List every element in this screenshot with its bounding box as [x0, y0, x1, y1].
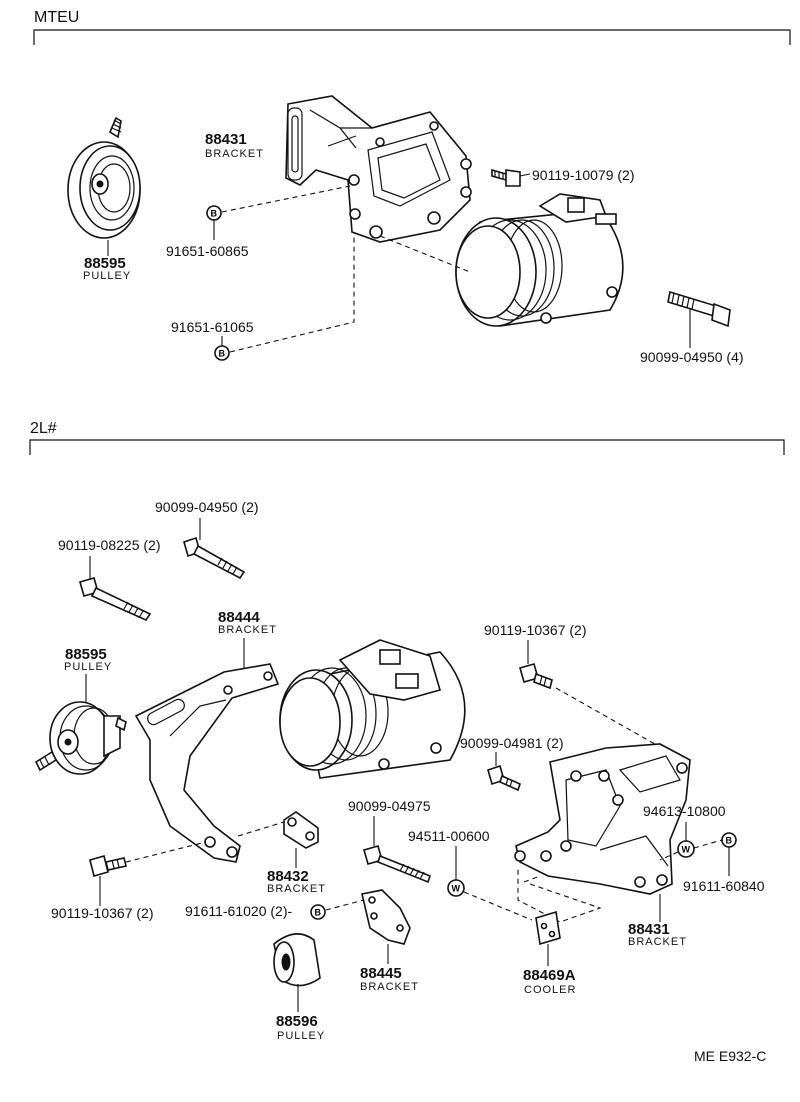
part-number-88432: 88432: [267, 868, 309, 885]
bottom-dash-cooler: [517, 866, 602, 923]
bracket-88431-top-drawing: [285, 95, 472, 243]
bottom-dash-washer-3: [659, 851, 679, 861]
bolt-90099-04981-drawing: [487, 752, 521, 792]
pulley-88595-bottom-drawing: [34, 674, 127, 775]
bracket-88445-drawing: [361, 889, 411, 964]
bracket-88444-drawing: [134, 638, 280, 863]
part-number-90119-08225: 90119-08225 (2): [58, 537, 161, 553]
part-number-90119-10367-top: 90119-10367 (2): [484, 622, 587, 638]
compressor-top-drawing: [455, 193, 624, 327]
part-number-91651-61065: 91651-61065: [171, 319, 254, 335]
bolt-90119-10367-top-drawing: [519, 640, 553, 690]
svg-text:B: B: [219, 349, 226, 359]
part-number-90099-04975: 90099-04975: [348, 798, 431, 814]
part-number-90099-04981: 90099-04981 (2): [460, 735, 564, 751]
section-frame-bottom: [29, 439, 785, 455]
part-number-91651-60865: 91651-60865: [166, 243, 249, 259]
compressor-bottom-drawing: [279, 639, 466, 779]
top-dash-2: [229, 232, 355, 353]
pulley-88595-top-drawing: [67, 116, 141, 256]
part-name-88469a: COOLER: [524, 984, 577, 996]
top-dash-1: [221, 185, 351, 213]
svg-text:B: B: [726, 836, 733, 846]
bottom-dash-washer-2: [693, 839, 723, 849]
part-number-90099-04950-top: 90099-04950 (4): [640, 349, 744, 365]
bottom-dash-nut: [325, 899, 365, 911]
nut-mark-91611-60840: B: [721, 832, 737, 876]
part-number-88444: 88444: [218, 609, 260, 626]
part-number-88596: 88596: [276, 1013, 318, 1030]
svg-text:W: W: [452, 884, 461, 894]
bottom-dash-1: [555, 687, 677, 757]
bracket-88431-bottom-drawing: [514, 743, 691, 922]
part-number-88431-bottom: 88431: [628, 921, 670, 938]
part-name-88444: BRACKET: [218, 624, 277, 636]
washer-mark-94613-10800: W: [677, 822, 695, 858]
part-number-88431-top: 88431: [205, 131, 247, 148]
section-label-bottom: 2L#: [30, 420, 57, 437]
part-number-90099-04950-bottom: 90099-04950 (2): [155, 499, 259, 515]
part-number-91611-61020: 91611-61020 (2)-: [185, 903, 293, 919]
part-number-88445: 88445: [360, 965, 402, 982]
bottom-dash-left: [125, 821, 285, 863]
svg-text:W: W: [682, 845, 691, 855]
nut-mark-91651-61065: B: [214, 336, 230, 361]
nut-mark-91611-61020: B: [310, 904, 326, 920]
bolt-90119-08225-drawing: [79, 556, 152, 622]
part-number-88595-top: 88595: [84, 255, 126, 272]
drawing-code: ME E932-C: [694, 1048, 767, 1064]
part-name-88431-bottom: BRACKET: [628, 936, 687, 948]
bottom-dash-washer-1: [463, 891, 533, 921]
part-name-88596: PULLEY: [277, 1030, 326, 1042]
part-number-94613-10800: 94613-10800: [643, 803, 726, 819]
bolt-90119-10079-drawing: [491, 168, 531, 187]
part-number-88595-bottom: 88595: [65, 646, 107, 663]
part-number-91611-60840: 91611-60840: [683, 878, 765, 894]
part-number-90119-10367-left: 90119-10367 (2): [51, 905, 154, 921]
section-label-top: MTEU: [34, 9, 80, 26]
part-number-90119-10079: 90119-10079 (2): [532, 167, 635, 183]
pulley-88596-drawing: [273, 933, 321, 1012]
washer-mark-94511-00600: W: [447, 846, 465, 897]
part-name-88595-top: PULLEY: [83, 270, 132, 282]
bracket-88432-drawing: [283, 811, 319, 868]
bolt-90099-04950-bottom-drawing: [183, 518, 246, 580]
part-name-88431-top: BRACKET: [205, 148, 264, 160]
bolt-90099-04950-top-drawing: [667, 290, 731, 348]
part-number-94511-00600: 94511-00600: [408, 828, 490, 844]
cooler-88469a-drawing: [535, 910, 561, 966]
bolt-90119-10367-left-drawing: [89, 855, 127, 906]
part-name-88595-bottom: PULLEY: [64, 661, 113, 673]
part-name-88445: BRACKET: [360, 981, 419, 993]
bolt-90099-04975-drawing: [363, 816, 431, 884]
svg-text:B: B: [211, 209, 218, 219]
svg-text:B: B: [315, 908, 322, 918]
section-frame-top: [33, 29, 791, 45]
top-dash-3: [379, 235, 471, 273]
part-number-88469a: 88469A: [523, 967, 576, 984]
nut-mark-91651-60865: B: [206, 205, 222, 240]
part-name-88432: BRACKET: [267, 883, 326, 895]
